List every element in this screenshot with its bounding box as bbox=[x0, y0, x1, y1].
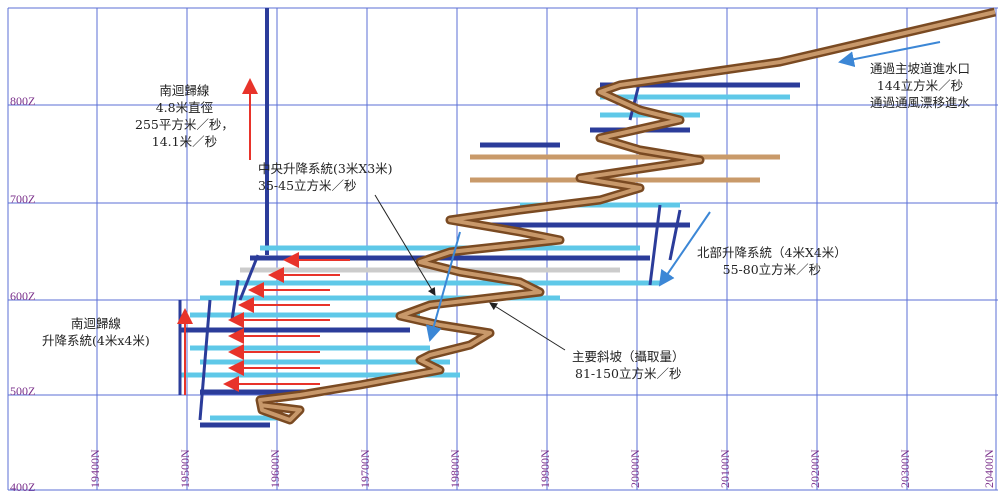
x-label-19900: 19900N bbox=[538, 449, 552, 488]
y-label-700: 700Z bbox=[10, 192, 36, 206]
annotation-line: 55-80立方米／秒 bbox=[722, 262, 822, 277]
x-label-20000: 20000N bbox=[628, 449, 642, 488]
annotation-line: 通過通風漂移進水 bbox=[870, 95, 971, 110]
annotation-north-hoist: 北部升降系統（4米X4米） 55-80立方米／秒 bbox=[697, 244, 847, 278]
x-label-19700: 19700N bbox=[358, 449, 372, 488]
leader-lines bbox=[374, 194, 566, 351]
annotation-central-hoist: 中央升降系統(3米X3米) 35-45立方米／秒 bbox=[258, 160, 393, 194]
annotation-line: 主要斜坡（攝取量） bbox=[572, 349, 685, 364]
x-label-20200: 20200N bbox=[808, 449, 822, 488]
annotation-line: 北部升降系統（4米X4米） bbox=[697, 245, 847, 260]
annotation-line: 35-45立方米／秒 bbox=[258, 178, 357, 193]
main-ramp bbox=[255, 7, 997, 425]
annotation-line: 通過主坡道進水口 bbox=[870, 61, 971, 76]
annotation-line: 81-150立方米／秒 bbox=[575, 366, 682, 381]
x-label-19800: 19800N bbox=[448, 449, 462, 488]
annotation-line: 144立方米／秒 bbox=[876, 78, 964, 93]
airflow-arrows bbox=[177, 78, 350, 395]
y-label-400: 400Z bbox=[10, 480, 36, 494]
y-label-600: 600Z bbox=[10, 289, 36, 303]
intake-arrows bbox=[426, 41, 941, 342]
annotation-line: 14.1米／秒 bbox=[151, 134, 218, 149]
annotation-line: 南迴歸線 bbox=[159, 83, 210, 98]
annotation-line: 升降系統(4米x4米) bbox=[42, 333, 150, 348]
annotation-line: 255平方米／秒， bbox=[135, 117, 234, 132]
x-label-19500: 19500N bbox=[178, 449, 192, 488]
annotation-line: 中央升降系統(3米X3米) bbox=[258, 161, 393, 176]
annotation-line: 南迴歸線 bbox=[70, 316, 121, 331]
y-label-500: 500Z bbox=[10, 384, 36, 398]
annotation-main-ramp-intake: 通過主坡道進水口 144立方米／秒 通過通風漂移進水 bbox=[870, 60, 970, 111]
annotation-south-return-hoist: 南迴歸線 升降系統(4米x4米) bbox=[42, 315, 150, 349]
x-label-20400: 20400N bbox=[982, 449, 996, 488]
x-label-19600: 19600N bbox=[268, 449, 282, 488]
x-label-20100: 20100N bbox=[718, 449, 732, 488]
annotation-south-return-top: 南迴歸線 4.8米直徑 255平方米／秒， 14.1米／秒 bbox=[135, 82, 234, 150]
y-label-800: 800Z bbox=[10, 94, 36, 108]
x-label-20300: 20300N bbox=[898, 449, 912, 488]
annotation-main-ramp: 主要斜坡（攝取量） 81-150立方米／秒 bbox=[572, 348, 685, 382]
annotation-line: 4.8米直徑 bbox=[155, 100, 214, 115]
x-label-19400: 19400N bbox=[88, 449, 102, 488]
